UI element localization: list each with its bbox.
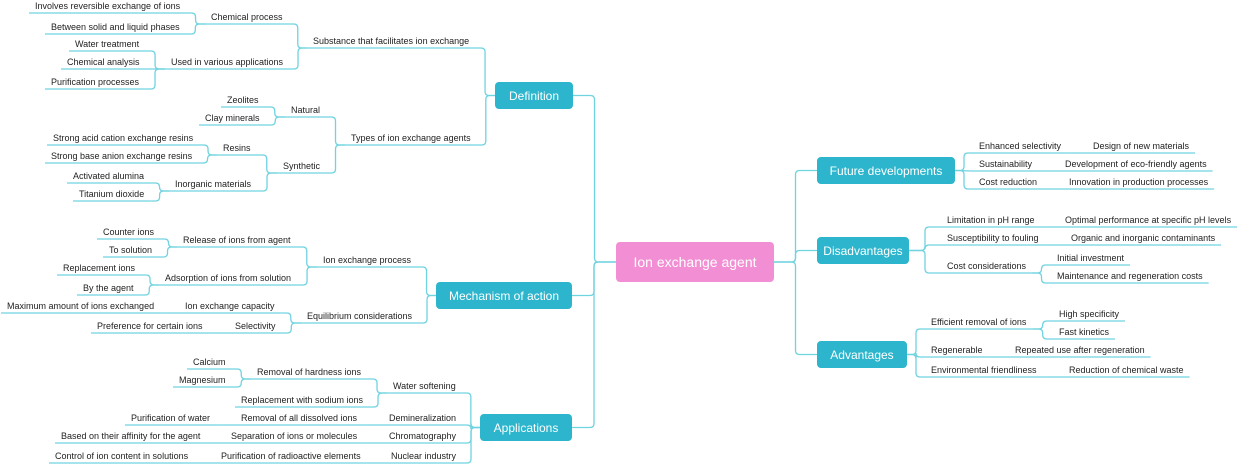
node-removal-dissolved[interactable]: Removal of all dissolved ions bbox=[241, 413, 358, 423]
node-fast-kinetics[interactable]: Fast kinetics bbox=[1059, 327, 1110, 337]
node-strong-base[interactable]: Strong base anion exchange resins bbox=[51, 151, 193, 161]
branch-mechanism-of-action[interactable]: Mechanism of action bbox=[436, 282, 572, 309]
node-fouling[interactable]: Susceptibility to fouling bbox=[947, 233, 1039, 243]
node-chemical-process[interactable]: Chemical process bbox=[211, 12, 283, 22]
node-high-specificity[interactable]: High specificity bbox=[1059, 309, 1120, 319]
node-ion-exchange-process[interactable]: Ion exchange process bbox=[323, 255, 412, 265]
node-activated-alumina[interactable]: Activated alumina bbox=[73, 171, 145, 181]
node-water-softening[interactable]: Water softening bbox=[393, 381, 456, 391]
node-equilibrium[interactable]: Equilibrium considerations bbox=[307, 311, 413, 321]
node-ph-limitation[interactable]: Limitation in pH range bbox=[947, 215, 1035, 225]
node-enhanced-selectivity[interactable]: Enhanced selectivity bbox=[979, 141, 1062, 151]
node-zeolites[interactable]: Zeolites bbox=[227, 95, 259, 105]
node-by-the-agent[interactable]: By the agent bbox=[83, 283, 134, 293]
node-calcium[interactable]: Calcium bbox=[193, 357, 226, 367]
node-nuclear-industry[interactable]: Nuclear industry bbox=[391, 451, 457, 461]
branch-future-developments[interactable]: Future developments bbox=[817, 157, 955, 184]
node-synthetic[interactable]: Synthetic bbox=[283, 161, 321, 171]
node-chromatography[interactable]: Chromatography bbox=[389, 431, 457, 441]
node-strong-acid[interactable]: Strong acid cation exchange resins bbox=[53, 133, 194, 143]
node-maintenance-costs[interactable]: Maintenance and regeneration costs bbox=[1057, 271, 1203, 281]
branch-advantages[interactable]: Advantages bbox=[817, 341, 907, 368]
node-chemical-waste[interactable]: Reduction of chemical waste bbox=[1069, 365, 1184, 375]
node-water-treatment[interactable]: Water treatment bbox=[75, 39, 140, 49]
node-cost-reduction[interactable]: Cost reduction bbox=[979, 177, 1038, 187]
node-ion-content-control[interactable]: Control of ion content in solutions bbox=[55, 451, 189, 461]
node-repeated-use[interactable]: Repeated use after regeneration bbox=[1015, 345, 1145, 355]
node-eco-friendly[interactable]: Development of eco-friendly agents bbox=[1065, 159, 1207, 169]
node-innovation[interactable]: Innovation in production processes bbox=[1069, 177, 1209, 187]
node-to-solution[interactable]: To solution bbox=[109, 245, 153, 255]
node-magnesium[interactable]: Magnesium bbox=[179, 375, 226, 385]
node-replacement-ions[interactable]: Replacement ions bbox=[63, 263, 136, 273]
node-titanium-dioxide[interactable]: Titanium dioxide bbox=[79, 189, 145, 199]
branch-disadvantages[interactable]: Disadvantages bbox=[817, 237, 909, 264]
node-efficient-removal[interactable]: Efficient removal of ions bbox=[931, 317, 1027, 327]
node-hardness-ions[interactable]: Removal of hardness ions bbox=[257, 367, 362, 377]
node-initial-investment[interactable]: Initial investment bbox=[1057, 253, 1125, 263]
node-new-materials[interactable]: Design of new materials bbox=[1093, 141, 1190, 151]
node-sustainability[interactable]: Sustainability bbox=[979, 159, 1033, 169]
node-env-friendliness[interactable]: Environmental friendliness bbox=[931, 365, 1037, 375]
node-demineralization[interactable]: Demineralization bbox=[389, 413, 457, 423]
node-release-of-ions[interactable]: Release of ions from agent bbox=[183, 235, 291, 245]
node-adsorption[interactable]: Adsorption of ions from solution bbox=[165, 273, 292, 283]
node-capacity[interactable]: Ion exchange capacity bbox=[185, 301, 275, 311]
node-chemical-analysis[interactable]: Chemical analysis bbox=[67, 57, 140, 67]
node-resins[interactable]: Resins bbox=[223, 143, 251, 153]
node-reversible-exchange[interactable]: Involves reversible exchange of ions bbox=[35, 1, 181, 11]
node-affinity[interactable]: Based on their affinity for the agent bbox=[61, 431, 201, 441]
node-sodium-ions[interactable]: Replacement with sodium ions bbox=[241, 395, 364, 405]
node-natural[interactable]: Natural bbox=[291, 105, 321, 115]
node-solid-liquid[interactable]: Between solid and liquid phases bbox=[51, 22, 180, 32]
node-separation[interactable]: Separation of ions or molecules bbox=[231, 431, 358, 441]
node-preference[interactable]: Preference for certain ions bbox=[97, 321, 203, 331]
node-cost-considerations[interactable]: Cost considerations bbox=[947, 261, 1027, 271]
node-counter-ions[interactable]: Counter ions bbox=[103, 227, 155, 237]
node-various-applications[interactable]: Used in various applications bbox=[171, 57, 284, 67]
root-node[interactable]: Ion exchange agent bbox=[616, 242, 774, 282]
node-selectivity[interactable]: Selectivity bbox=[235, 321, 276, 331]
node-clay-minerals[interactable]: Clay minerals bbox=[205, 113, 260, 123]
branch-definition[interactable]: Definition bbox=[495, 82, 573, 109]
node-types-of-agents[interactable]: Types of ion exchange agents bbox=[351, 133, 471, 143]
node-optimal-ph[interactable]: Optimal performance at specific pH level… bbox=[1065, 215, 1232, 225]
node-purification-processes[interactable]: Purification processes bbox=[51, 77, 140, 87]
branch-applications[interactable]: Applications bbox=[480, 414, 572, 441]
node-radioactive[interactable]: Purification of radioactive elements bbox=[221, 451, 361, 461]
node-max-ions[interactable]: Maximum amount of ions exchanged bbox=[7, 301, 155, 311]
node-contaminants[interactable]: Organic and inorganic contaminants bbox=[1071, 233, 1216, 243]
node-substance[interactable]: Substance that facilitates ion exchange bbox=[313, 36, 470, 46]
node-purification-water[interactable]: Purification of water bbox=[131, 413, 211, 423]
node-inorganic-materials[interactable]: Inorganic materials bbox=[175, 179, 252, 189]
node-regenerable[interactable]: Regenerable bbox=[931, 345, 983, 355]
